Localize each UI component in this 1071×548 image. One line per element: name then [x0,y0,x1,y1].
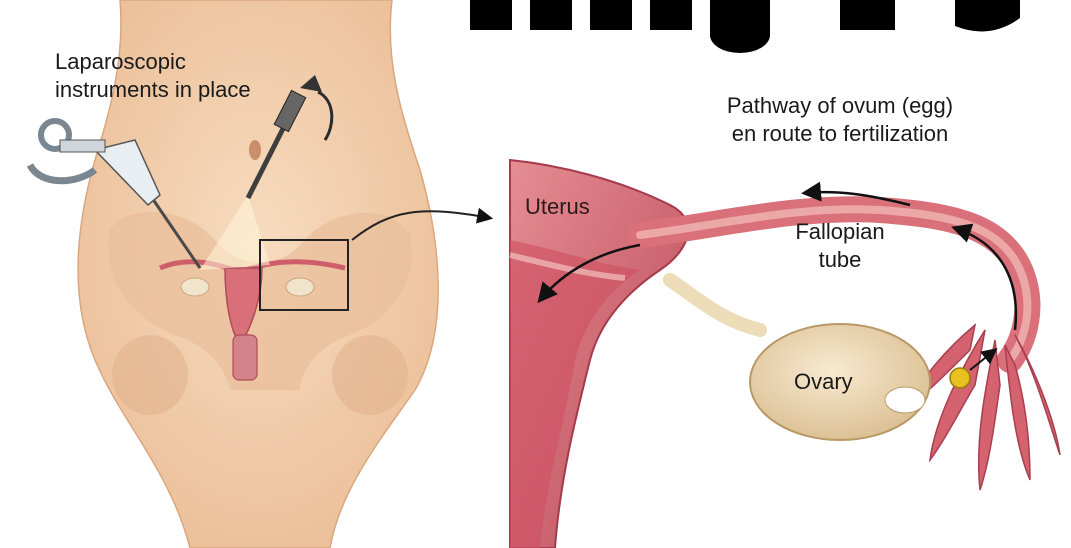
instruments-label-line2: instruments in place [55,76,251,104]
cropped-header-glyphs [470,0,1020,53]
pathway-label: Pathway of ovum (egg) en route to fertil… [690,92,990,148]
pathway-label-line1: Pathway of ovum (egg) [690,92,990,120]
uterus-detail [510,158,1071,548]
fallopian-label-line1: Fallopian [780,218,900,246]
instruments-label: Laparoscopic instruments in place [55,48,251,104]
uterus-label: Uterus [525,193,590,221]
egg [950,368,970,388]
ovary-label: Ovary [794,368,853,396]
fallopian-label-line2: tube [780,246,900,274]
navel [249,140,261,160]
pathway-label-line2: en route to fertilization [690,120,990,148]
instruments-label-line1: Laparoscopic [55,48,251,76]
fallopian-tube-label: Fallopian tube [780,218,900,274]
